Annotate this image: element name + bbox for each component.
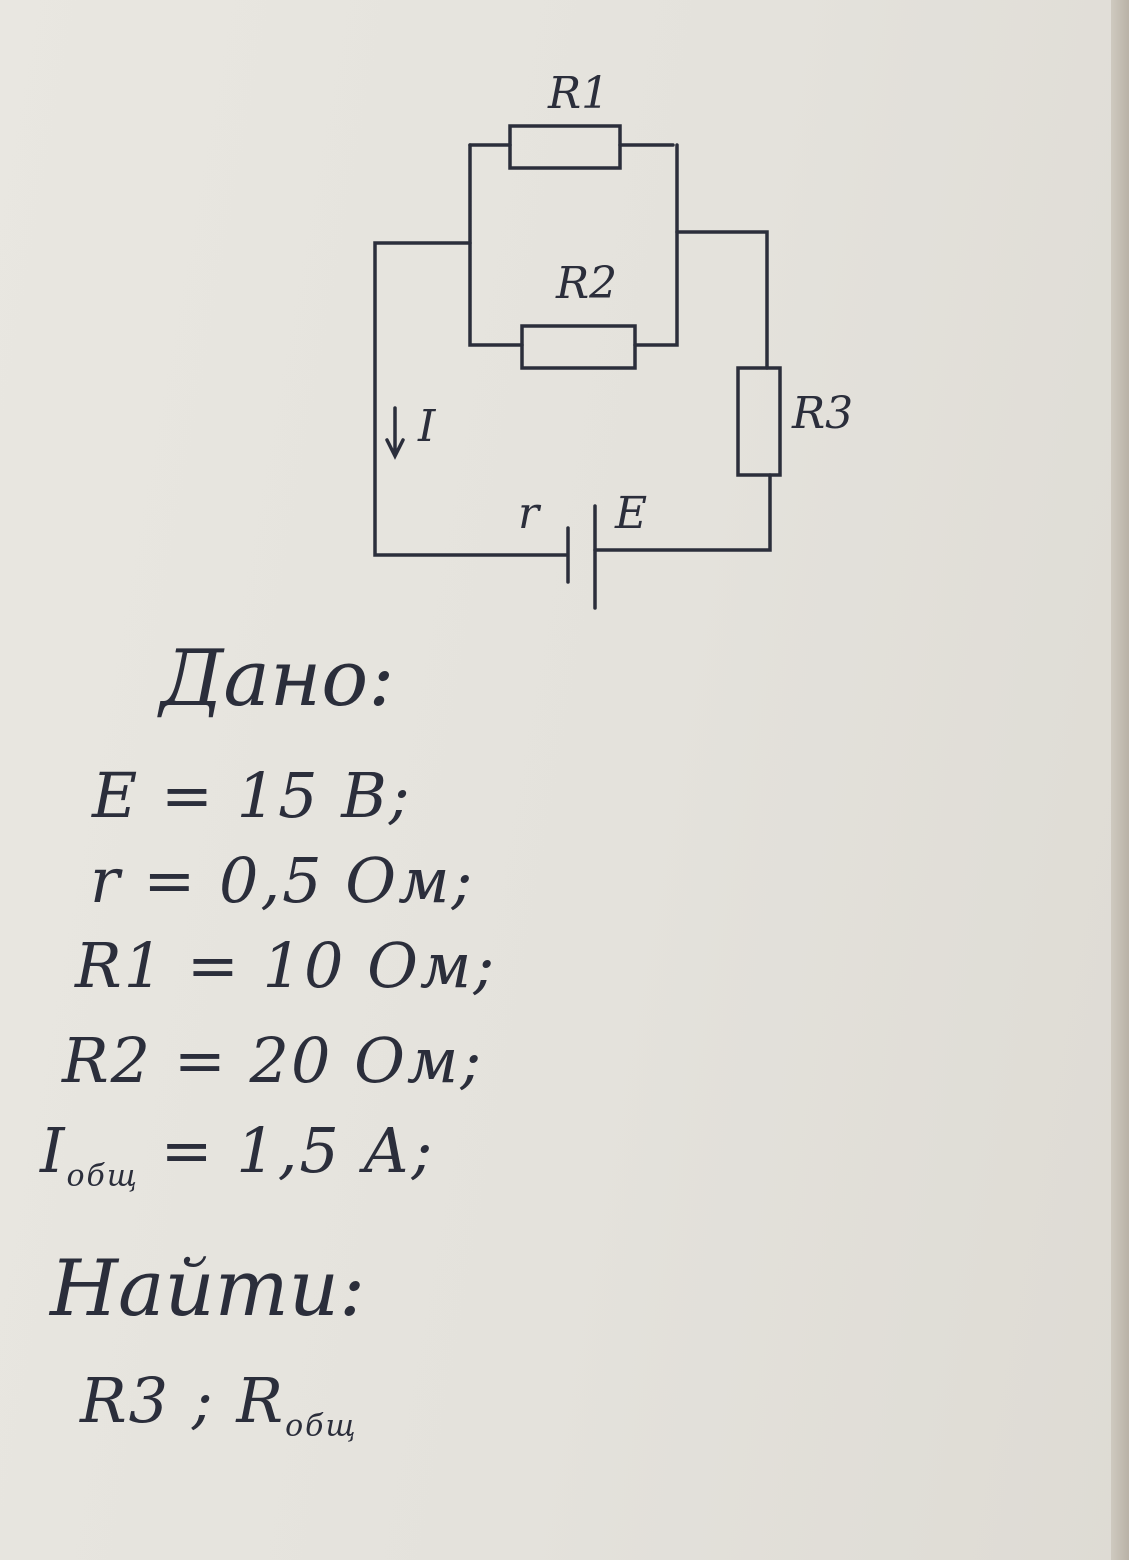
label-r1: R1 [548, 68, 610, 119]
wire-right-node [633, 143, 679, 347]
current-subscript: общ [66, 1158, 139, 1194]
wire-left-node [468, 143, 524, 347]
label-emf: E [615, 488, 648, 539]
resistor-r2 [520, 324, 637, 370]
given-heading: Дано: [160, 634, 395, 724]
find-items-text: R3 ; R [80, 1364, 286, 1437]
given-emf: E = 15 В; [92, 759, 412, 832]
find-heading: Найти: [50, 1244, 366, 1334]
find-items: R3 ; Rобщ [80, 1370, 358, 1441]
given-r1: R1 = 10 Ом; [75, 929, 497, 1002]
given-total-current: Iобщ = 1,5 А; [40, 1120, 434, 1191]
wire-outer-right [593, 473, 772, 552]
given-r2: R2 = 20 Ом; [62, 1024, 484, 1097]
label-r2: R2 [556, 258, 618, 309]
wire-r3-top [675, 230, 769, 370]
paper-edge [1111, 0, 1129, 1560]
label-r3: R3 [792, 388, 854, 439]
current-symbol: I [40, 1114, 67, 1187]
given-internal-resistance: r = 0,5 Ом; [90, 844, 475, 917]
label-internal-resistance: r [518, 488, 540, 539]
wire-outer-left [373, 241, 568, 557]
resistor-r1 [508, 124, 622, 170]
label-current: I [418, 401, 436, 452]
current-value: = 1,5 А; [138, 1114, 435, 1187]
current-arrow-icon [385, 406, 405, 460]
find-items-subscript: общ [285, 1408, 358, 1444]
resistor-r3 [736, 366, 782, 477]
